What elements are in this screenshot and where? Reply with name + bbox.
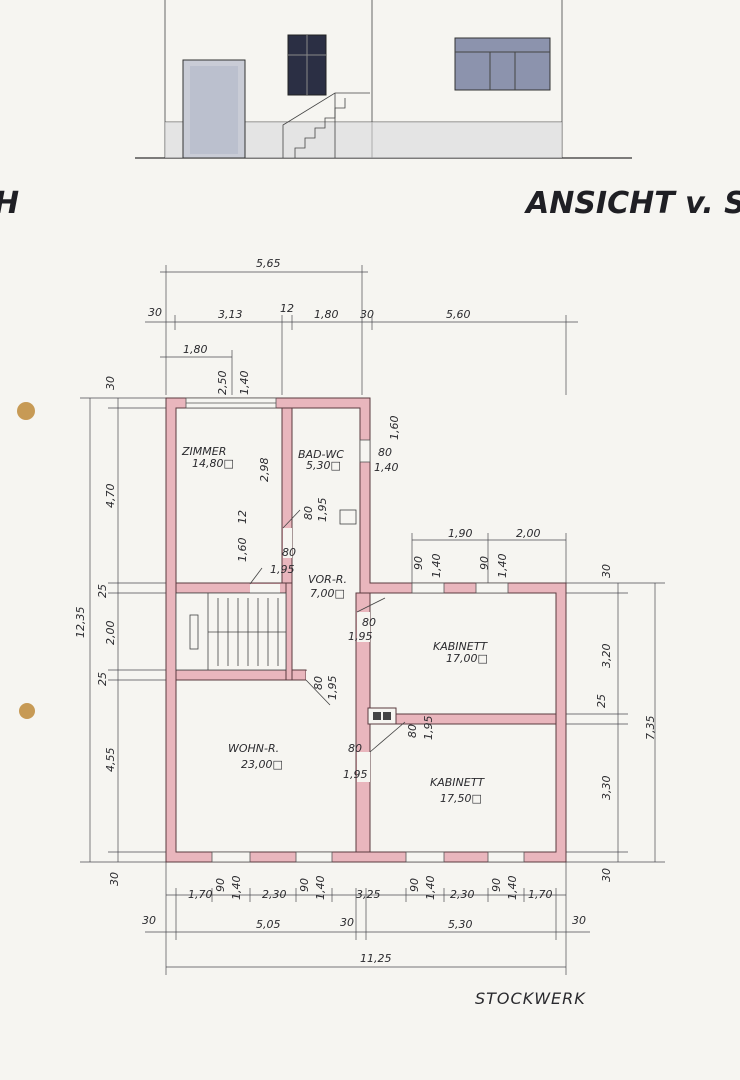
elevation-window-large (454, 37, 551, 91)
dim-bad-window-1: 1,40 (374, 461, 399, 474)
dim-right-2: 25 (595, 694, 608, 708)
dim-kab-top-5: 2,00 (516, 527, 541, 540)
dim-door-zimmer-2: 1,95 (270, 563, 295, 576)
room-name-kabinett-2: KABINETT (430, 776, 485, 789)
dim-left-0: 30 (104, 376, 117, 390)
room-area-zimmer: 14,80□ (192, 457, 234, 470)
dim-top-overall: 5,65 (256, 257, 281, 270)
dim-right-0: 30 (600, 564, 613, 578)
elevation-stairs (282, 92, 370, 158)
room-name-vorraum: VOR-R. (308, 573, 347, 586)
room-area-vorraum: 7,00□ (310, 587, 345, 600)
dim-kab-top-2: 1,90 (448, 527, 473, 540)
dim-right-4: 30 (600, 868, 613, 882)
dim-door-zimmer-1: 80 (282, 546, 296, 559)
dim-vor-door-2: 80 (406, 724, 419, 738)
dim-bottom-12: 1,70 (528, 888, 553, 901)
dim-left-2: 25 (96, 584, 109, 598)
doors (249, 509, 406, 782)
dim-door-bad-0: 80 (302, 506, 315, 520)
room-name-kabinett-1: KABINETT (433, 640, 488, 653)
dim-bottom-11: 1,40 (506, 876, 519, 901)
dim-bad-window-2: 1,60 (388, 416, 401, 441)
dim-kab-top-0: 90 (412, 556, 425, 570)
title-left-fragment: H (0, 186, 19, 221)
dim-wohn-door-0: 80 (312, 676, 325, 690)
dim-bottom-overall: 11,25 (360, 952, 392, 965)
room-area-bad: 5,30□ (306, 459, 341, 472)
punch-hole-bottom (19, 703, 35, 719)
dim-top-chain-2: 12 (280, 302, 294, 315)
dim-left-4: 25 (96, 672, 109, 686)
dim-bottom-9: 2,30 (450, 888, 475, 901)
room-area-kabinett-1: 17,00□ (446, 652, 488, 665)
dim-left-1: 4,70 (104, 484, 117, 509)
dim-top-sub: 1,80 (183, 343, 208, 356)
dim-bottom-0: 1,70 (188, 888, 213, 901)
windows (185, 397, 525, 863)
stairs (175, 592, 287, 671)
dim-bottom-3: 2,30 (262, 888, 287, 901)
dim-left-3: 2,00 (104, 621, 117, 646)
dim-left-5: 4,55 (104, 748, 117, 773)
dim-top-chain-3: 1,80 (314, 308, 339, 321)
walls (165, 397, 567, 863)
dim-bottom2-0: 30 (142, 914, 156, 927)
dim-right-3: 3,30 (600, 776, 613, 801)
dim-zimmer-height: 2,98 (258, 458, 271, 483)
dim-kab-top-3: 90 (478, 556, 491, 570)
dim-bottom-1: 90 (214, 878, 227, 892)
room-area-wohnraum: 23,00□ (241, 758, 283, 771)
elevation-view (135, 0, 632, 159)
dim-bad-window-0: 80 (378, 446, 392, 459)
dim-top-chain-4: 30 (360, 308, 374, 321)
dim-window-zimmer-1: 1,40 (238, 371, 251, 396)
dim-kab2-door-0: 80 (348, 742, 362, 755)
dim-top-chain-1: 3,13 (218, 308, 243, 321)
dim-bottom-10: 90 (490, 878, 503, 892)
room-name-zimmer: ZIMMER (181, 445, 226, 458)
dim-top-chain-0: 30 (148, 306, 162, 319)
dim-bottom-4: 90 (298, 878, 311, 892)
dim-window-zimmer-0: 2,50 (216, 371, 229, 396)
dim-left-6: 30 (108, 872, 121, 886)
dim-bottom2-3: 5,30 (448, 918, 473, 931)
dim-wohn-door-1: 1,95 (326, 676, 339, 701)
dim-bottom-2: 1,40 (230, 876, 243, 901)
dimension-labels: 5,65 30 3,13 12 1,80 30 5,60 1,80 2,50 1… (74, 257, 657, 965)
dim-right-overall: 7,35 (644, 716, 657, 741)
dim-vor-door-1: 1,95 (348, 630, 373, 643)
dim-bottom-8: 1,40 (424, 876, 437, 901)
floor-label: STOCKWERK (475, 989, 586, 1008)
dim-bottom-7: 90 (408, 878, 421, 892)
dim-bottom-5: 1,40 (314, 876, 327, 901)
dim-door-zimmer-0: 1,60 (236, 538, 249, 563)
dim-bottom2-4: 30 (572, 914, 586, 927)
dim-bottom2-2: 30 (340, 916, 354, 929)
dim-kab2-door-1: 1,95 (343, 768, 368, 781)
dim-top-chain-5: 5,60 (446, 308, 471, 321)
room-name-bad: BAD-WC (298, 448, 344, 461)
dim-left-overall: 12,35 (74, 607, 87, 639)
dim-bottom-6: 3,25 (356, 888, 381, 901)
dim-door-12: 12 (236, 510, 249, 524)
room-name-wohnraum: WOHN-R. (228, 742, 279, 755)
punch-hole-top (17, 402, 35, 420)
room-labels: ZIMMER 14,80□ BAD-WC 5,30□ VOR-R. 7,00□ … (181, 445, 488, 805)
dim-vor-door-0: 80 (362, 616, 376, 629)
dim-kab-top-4: 1,40 (496, 554, 509, 579)
dim-vor-door-3: 1,95 (422, 716, 435, 741)
dimension-lines (80, 265, 665, 975)
dim-bottom2-1: 5,05 (256, 918, 281, 931)
room-area-kabinett-2: 17,50□ (440, 792, 482, 805)
dim-kab-top-1: 1,40 (430, 554, 443, 579)
dim-right-1: 3,20 (600, 644, 613, 669)
elevation-title: ANSICHT v. S (524, 186, 740, 221)
dim-door-bad-1: 1,95 (316, 498, 329, 523)
